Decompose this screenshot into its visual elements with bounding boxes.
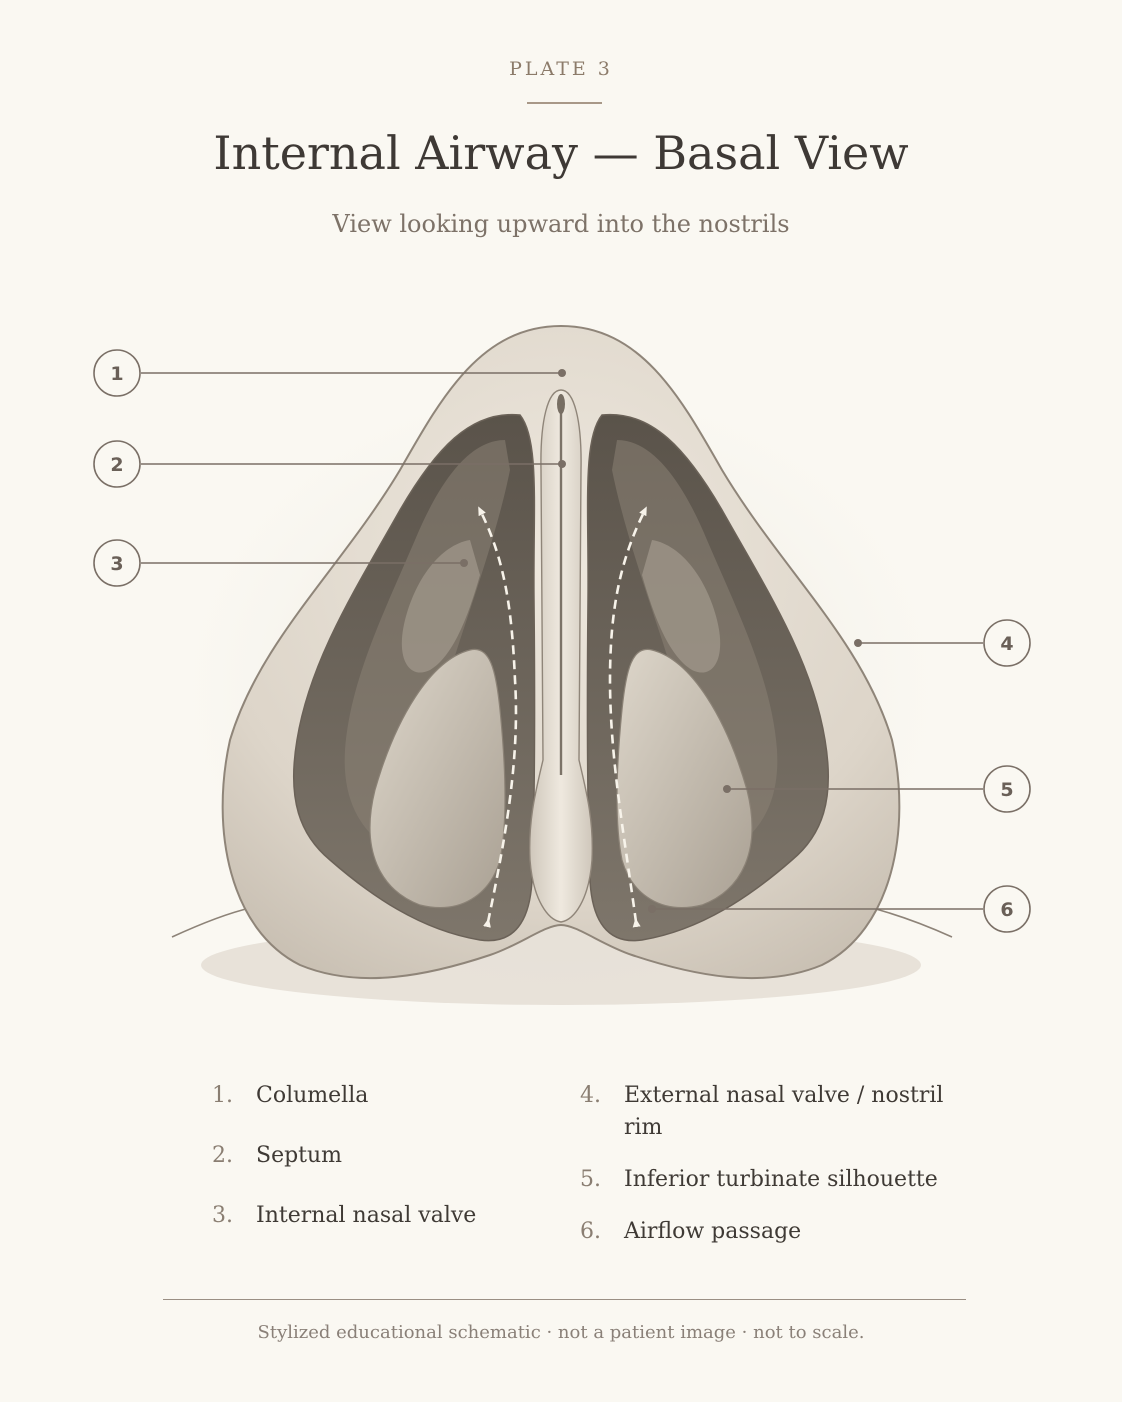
anchor-dot-6 <box>648 905 656 913</box>
legend-item-3: 3. Internal nasal valve <box>212 1200 552 1232</box>
legend-item-6: 6. Airflow passage <box>580 1216 960 1248</box>
anchor-dot-4 <box>854 639 862 647</box>
legend-label: Inferior turbinate silhouette <box>624 1167 938 1192</box>
legend-number: 4. <box>580 1083 601 1108</box>
legend-label: Internal nasal valve <box>256 1203 477 1228</box>
svg-text:2: 2 <box>110 454 123 476</box>
footer-divider <box>163 1299 966 1300</box>
page-title: Internal Airway — Basal View <box>213 126 909 180</box>
legend-item-5: 5. Inferior turbinate silhouette <box>580 1164 960 1196</box>
legend-number: 3. <box>212 1203 233 1228</box>
callout-6: 6 <box>983 885 1031 933</box>
legend-label: Columella <box>256 1083 369 1108</box>
callout-1: 1 <box>93 349 141 397</box>
left-turbinate <box>369 648 506 909</box>
svg-text:3: 3 <box>110 553 123 575</box>
legend-number: 6. <box>580 1219 601 1244</box>
airflow-arrow-left <box>478 506 518 928</box>
anchor-dot-5 <box>723 785 731 793</box>
anchor-dot-1 <box>558 369 566 377</box>
callout-3: 3 <box>93 539 141 587</box>
legend-label: Airflow passage <box>624 1219 802 1244</box>
legend-number: 1. <box>212 1083 233 1108</box>
anchor-dot-2 <box>558 460 566 468</box>
septum-notch <box>557 394 565 414</box>
legend-left-column: 1. Columella 2. Septum 3. Internal nasal… <box>212 1080 552 1260</box>
plate-divider <box>527 102 602 104</box>
airflow-arrow-right <box>608 506 647 928</box>
anchor-dot-3 <box>460 559 468 567</box>
legend-item-4: 4. External nasal valve / nostril rim <box>580 1080 960 1144</box>
legend-right-column: 4. External nasal valve / nostril rim 5.… <box>580 1080 960 1268</box>
right-valve-ridge <box>642 540 721 673</box>
left-valve-ridge <box>401 540 480 673</box>
callout-2: 2 <box>93 440 141 488</box>
svg-text:6: 6 <box>1000 899 1013 921</box>
legend-label: External nasal valve / nostril rim <box>624 1083 944 1140</box>
plate-number: PLATE 3 <box>509 58 613 80</box>
legend-item-2: 2. Septum <box>212 1140 552 1172</box>
svg-text:1: 1 <box>110 363 123 385</box>
nose-diagram: 1 2 3 4 5 6 <box>93 324 1031 1030</box>
right-turbinate <box>616 648 753 909</box>
upper-lip-right <box>871 907 953 938</box>
svg-text:5: 5 <box>1000 779 1013 801</box>
upper-lip-left <box>171 907 251 938</box>
legend-item-1: 1. Columella <box>212 1080 552 1112</box>
callout-5: 5 <box>983 765 1031 813</box>
legend-number: 2. <box>212 1143 233 1168</box>
callout-4: 4 <box>983 619 1031 667</box>
legend-label: Septum <box>256 1143 343 1168</box>
svg-text:4: 4 <box>1000 633 1013 655</box>
footnote: Stylized educational schematic · not a p… <box>257 1322 865 1343</box>
page-subtitle: View looking upward into the nostrils <box>332 210 790 238</box>
legend-number: 5. <box>580 1167 601 1192</box>
